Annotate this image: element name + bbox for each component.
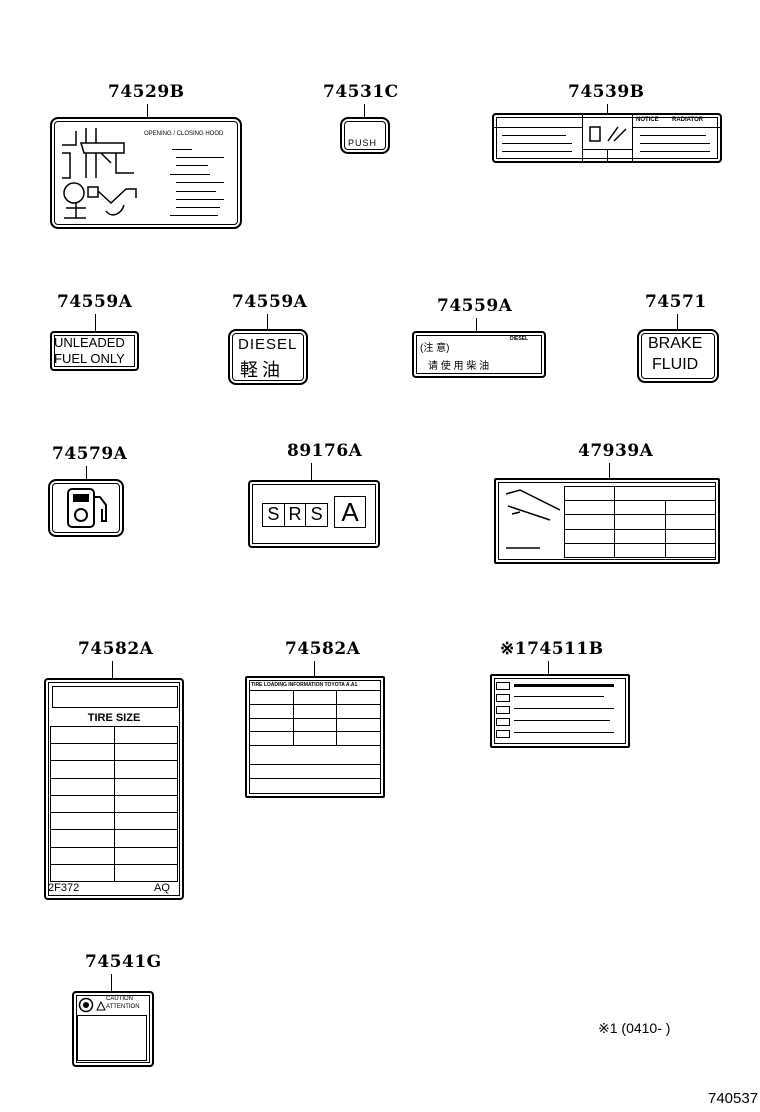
spec-table — [563, 485, 717, 559]
fuel-only-text: FUEL ONLY — [54, 351, 125, 366]
notice-cn-text: (注 意) — [420, 343, 450, 354]
push-text: PUSH — [348, 138, 378, 148]
srs-letter: S — [263, 504, 285, 526]
hood-illustration-icon — [62, 128, 137, 219]
label-hood-opening: OPENING / CLOSING HOOD — [50, 117, 242, 229]
part-number-74582A-tire-load[interactable]: 74582A — [285, 639, 361, 659]
label-tire-loading: TIRE LOADING INFORMATION TOYOTA A.A1 — [245, 676, 385, 798]
brake-text: BRAKE — [648, 335, 703, 352]
part-number-74511B[interactable]: ※174511B — [500, 639, 604, 659]
diesel-jp-text: 軽油 — [240, 360, 284, 380]
diesel-tag-text: DIESEL — [510, 336, 529, 342]
hood-label-text: OPENING / CLOSING HOOD — [144, 131, 224, 137]
unleaded-text: UNLEADED — [54, 335, 125, 350]
label-47939A — [494, 478, 720, 564]
label-radiator-notice: NOTICE RADIATOR — [492, 113, 722, 163]
tire-size-header: TIRE SIZE — [87, 712, 141, 724]
tire-loading-table — [249, 690, 381, 746]
part-number-74579A[interactable]: 74579A — [52, 444, 128, 464]
tire-code-left: 2F372 — [48, 882, 80, 894]
label-diesel-cn: (注 意) DIESEL 请 使 用 柴 油 — [412, 331, 546, 378]
radiator-text: RADIATOR — [672, 117, 704, 123]
diagram-id: 740537 — [708, 1090, 759, 1107]
part-number-89176A[interactable]: 89176A — [287, 441, 363, 461]
part-number-74582A-tire-size[interactable]: 74582A — [78, 639, 154, 659]
label-74511B — [490, 674, 630, 748]
part-number-74541G[interactable]: 74541G — [85, 952, 162, 972]
tire-loading-header: TIRE LOADING INFORMATION TOYOTA A.A1 — [251, 682, 358, 688]
part-number-74559A-unleaded[interactable]: 74559A — [57, 292, 133, 312]
hand-warning-icon — [589, 126, 627, 142]
fluid-text: FLUID — [652, 356, 699, 373]
label-fuel-pump — [48, 479, 124, 537]
part-number-47939A[interactable]: 47939A — [578, 441, 654, 461]
part-number-74559A-diesel[interactable]: 74559A — [232, 292, 308, 312]
footnote: ※1 (0410- ) — [598, 1020, 671, 1036]
fuel-pump-icon — [67, 488, 107, 528]
label-tire-size: TIRE SIZE 2F372 AQ — [44, 678, 184, 900]
leader-line — [147, 104, 148, 118]
srs-letter: R — [285, 504, 307, 526]
tire-size-table — [50, 725, 178, 883]
part-number-74529B[interactable]: 74529B — [108, 82, 185, 102]
manual-icon — [78, 997, 94, 1013]
jack-illustration-icon — [505, 489, 561, 549]
label-caution: CAUTION ATTENTION — [72, 991, 154, 1067]
label-srs: S R S A — [248, 480, 380, 548]
use-diesel-cn-text: 请 使 用 柴 油 — [428, 361, 490, 372]
attention-text: ATTENTION — [106, 1004, 140, 1010]
warning-triangle-icon — [96, 1001, 106, 1011]
label-push: PUSH — [340, 117, 390, 154]
srs-letter: S — [310, 504, 323, 524]
part-number-74559A-cn[interactable]: 74559A — [437, 296, 513, 316]
caution-text: CAUTION — [106, 996, 133, 1002]
part-number-74539B[interactable]: 74539B — [568, 82, 645, 102]
part-number-74571[interactable]: 74571 — [645, 292, 707, 312]
part-number-74531C[interactable]: 74531C — [323, 82, 399, 102]
label-unleaded-fuel: UNLEADED FUEL ONLY — [50, 331, 139, 371]
notice-text: NOTICE — [636, 117, 659, 123]
tire-code-right: AQ — [154, 882, 170, 894]
srs-box: S R S — [262, 503, 328, 527]
label-diesel: DIESEL 軽油 — [228, 329, 308, 385]
label-brake-fluid: BRAKE FLUID — [637, 329, 719, 383]
diesel-text: DIESEL — [238, 336, 298, 353]
srs-a-text: A — [334, 496, 366, 528]
